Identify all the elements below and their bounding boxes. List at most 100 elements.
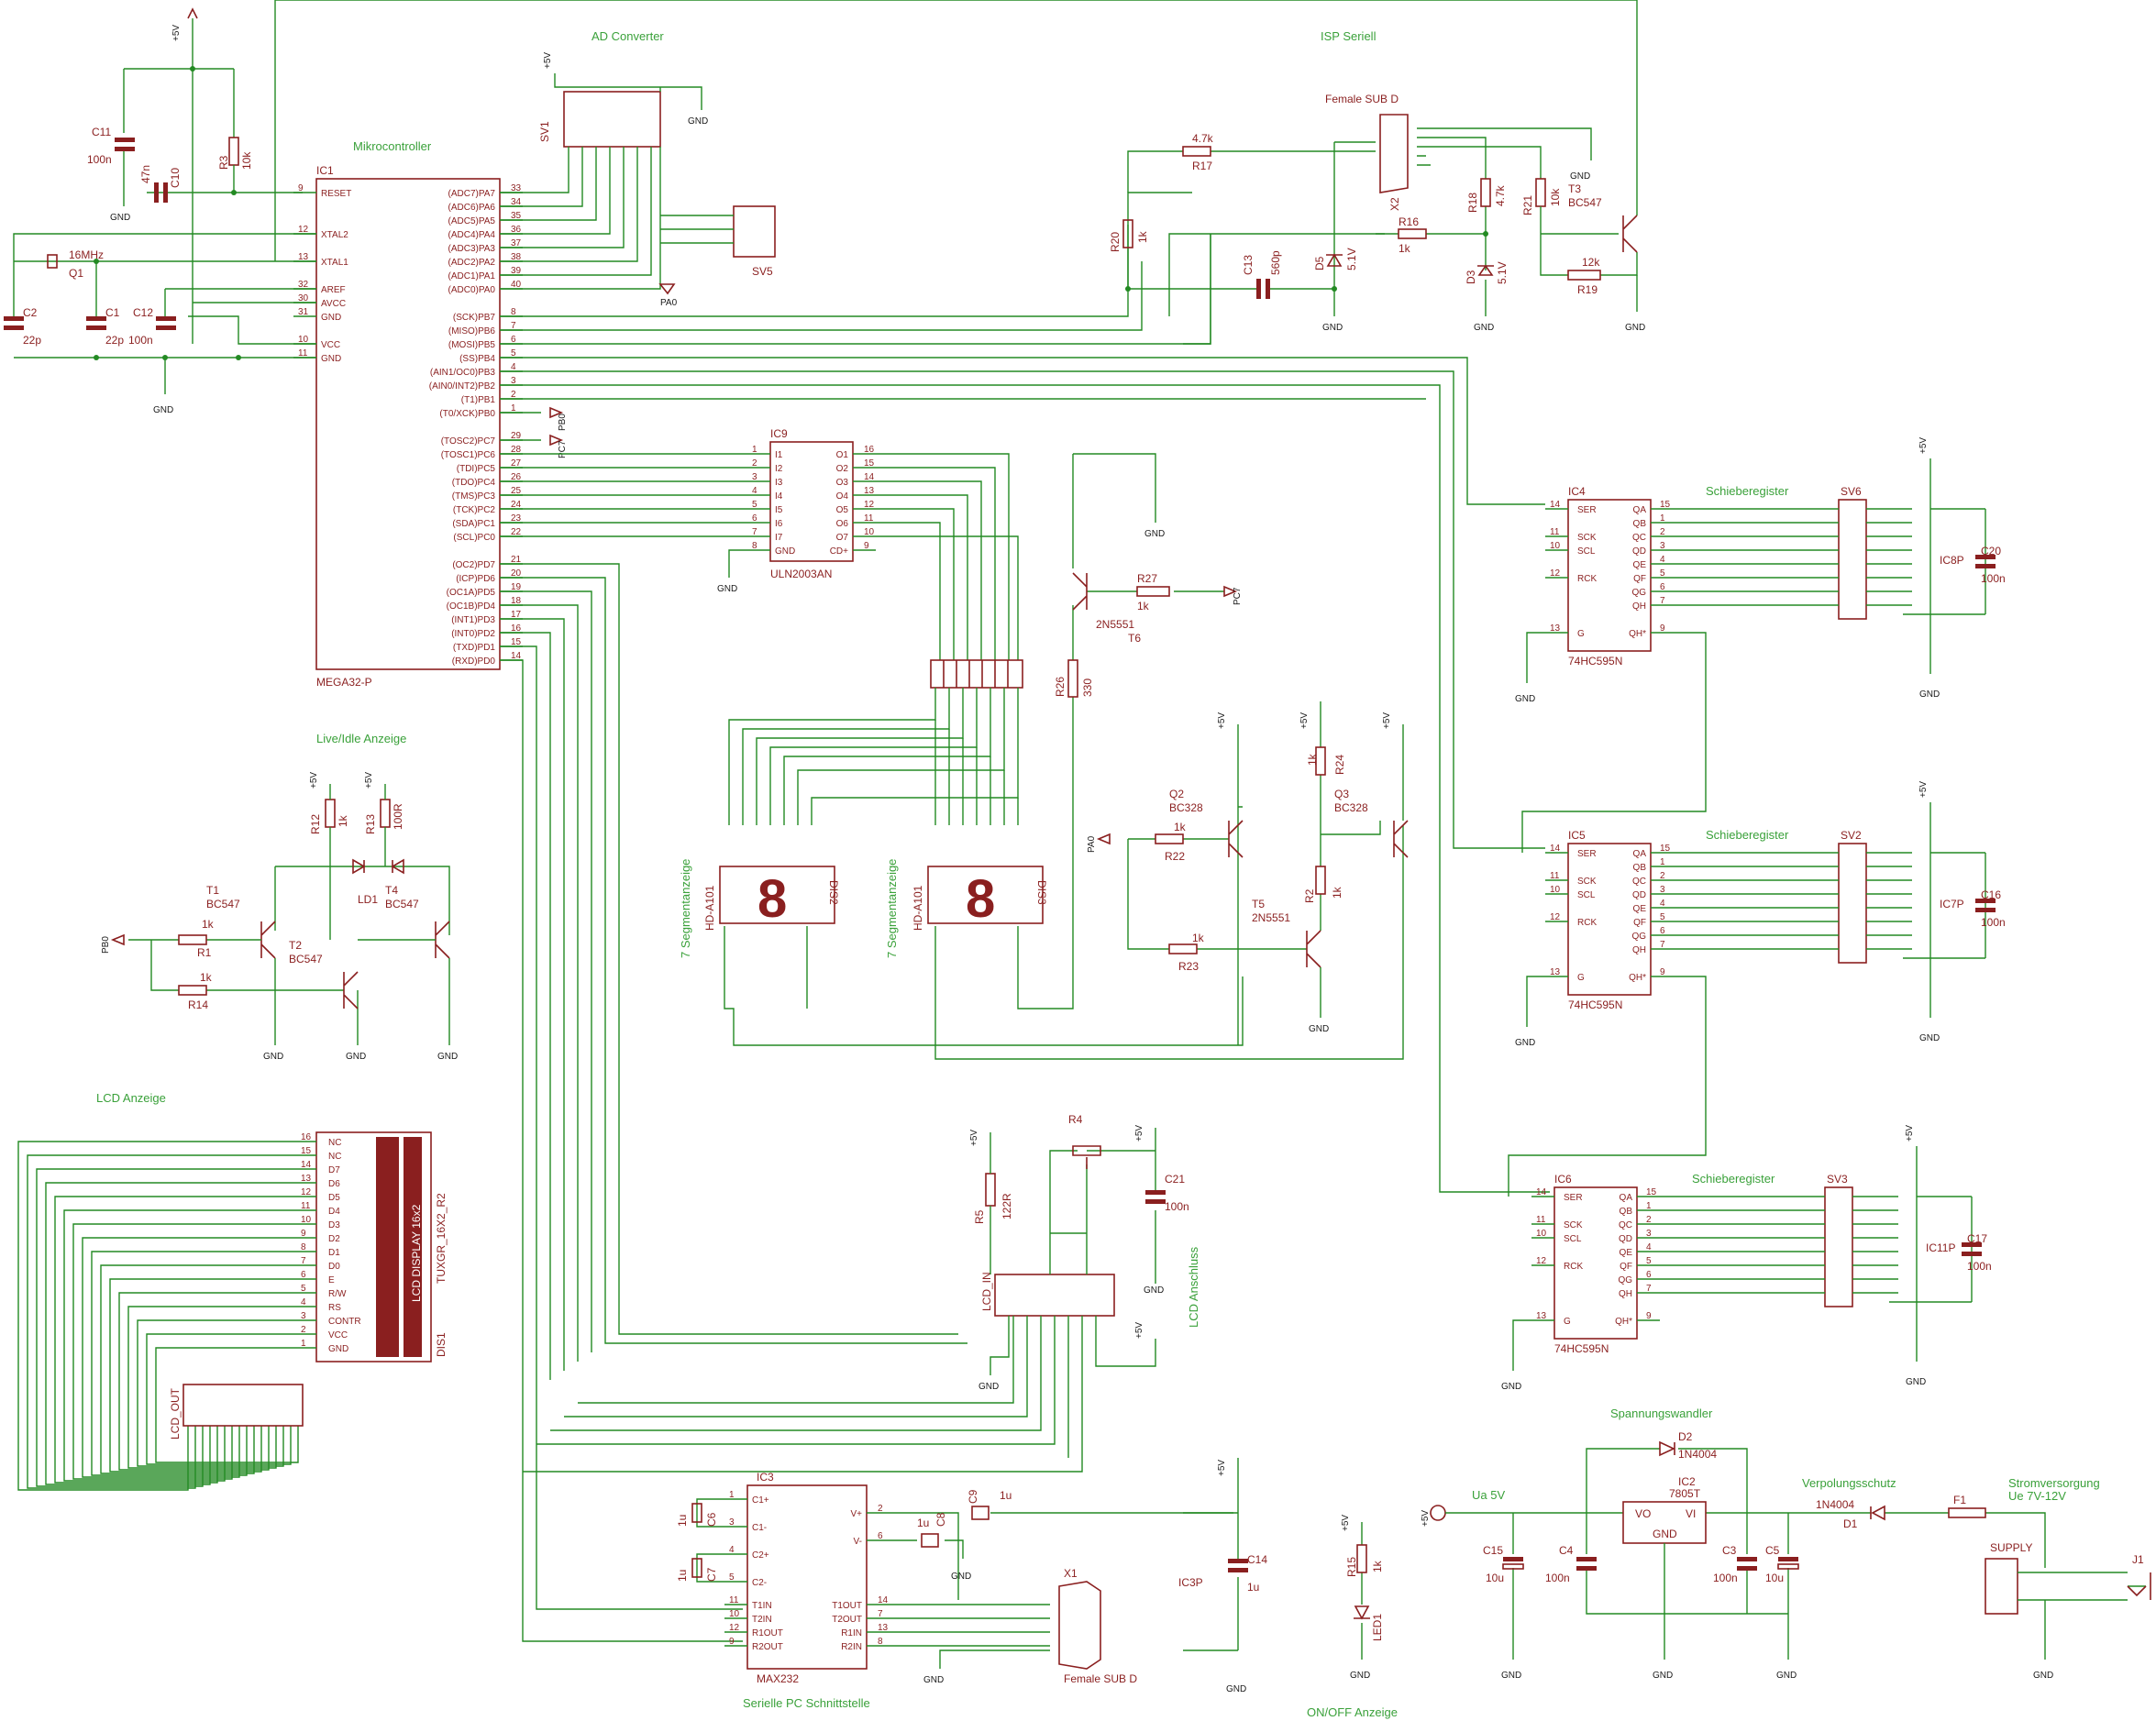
mcu-pin-label: XTAL2 <box>321 230 348 240</box>
pb0-out: PB0 <box>558 414 568 431</box>
sr-pin-number: 10 <box>1536 1229 1547 1239</box>
max-pin-number: 12 <box>729 1623 740 1633</box>
max-pin-number: 7 <box>878 1609 883 1619</box>
mcu-pin-number: 40 <box>511 280 522 290</box>
r26: R26 <box>1054 677 1067 697</box>
c21-value: 100n <box>1165 1200 1189 1213</box>
sr-pin-number: 3 <box>1646 1229 1652 1239</box>
sr-cap: C16 <box>1981 888 2001 901</box>
lcd-pin-number: 1 <box>301 1339 306 1349</box>
dis3-value: HD-A101 <box>912 885 924 931</box>
max-pin-label: C1+ <box>752 1495 769 1506</box>
lcd-pin-label: D3 <box>328 1220 340 1230</box>
lcd-pin-number: 12 <box>301 1187 312 1197</box>
c4: C4 <box>1559 1544 1574 1557</box>
r22: R22 <box>1165 850 1185 863</box>
x1-value: Female SUB D <box>1064 1672 1137 1685</box>
lcd-pin-label: E <box>328 1275 335 1285</box>
sr-g-gnd: GND <box>1501 1382 1521 1392</box>
sr-pin-label: QD <box>1632 546 1646 557</box>
c11: C11 <box>92 126 111 138</box>
max-pin-4: 4C2+ <box>724 1545 769 1561</box>
uln-pin-label: O5 <box>836 505 849 515</box>
q2: Q2 <box>1169 788 1184 800</box>
d2-value: 1N4004 <box>1678 1448 1717 1461</box>
c1-value: 22p <box>105 334 124 347</box>
led1: LED1 <box>1371 1614 1384 1641</box>
uln-value: ULN2003AN <box>770 568 832 580</box>
sr-cap-value: 100n <box>1981 572 2006 585</box>
sr-pin-number: 12 <box>1550 568 1561 579</box>
r24: R24 <box>1333 755 1346 775</box>
pc7-t6: PC7 <box>1233 587 1243 605</box>
sr-pin-label: QD <box>1619 1234 1632 1244</box>
uln-pin-number: 13 <box>864 486 875 496</box>
c5: C5 <box>1765 1544 1780 1557</box>
reg-gnd: GND <box>1653 1528 1677 1540</box>
lcd-pin-label: CONTR <box>328 1317 361 1327</box>
sr-value: 74HC595N <box>1554 1342 1609 1355</box>
r3: R3 <box>217 155 230 170</box>
ic3p: IC3P <box>1178 1576 1203 1589</box>
shift-register-ic4: IC474HC595N14SER11SCK10SCL12RCK13G15QA1Q… <box>1515 437 2006 853</box>
t4-value: BC547 <box>385 898 419 910</box>
c15-value: 10u <box>1486 1572 1504 1584</box>
mcu-pin-label: (MISO)PB6 <box>448 326 496 336</box>
uln-pin-number: 3 <box>752 472 757 482</box>
sr-pin-label: QC <box>1632 533 1646 543</box>
sr-pin-number: 14 <box>1550 500 1561 510</box>
sr-pin-number: 6 <box>1660 582 1665 592</box>
mcu-pin-4: 4(AIN1/OC0)PB3 <box>430 362 523 378</box>
lcd-pin-label: NC <box>328 1152 341 1162</box>
mcu-pin-label: (SCL)PC0 <box>453 533 495 543</box>
d1: D1 <box>1843 1517 1858 1530</box>
lcd-pin-5: 5R/W <box>118 1284 347 1471</box>
c3: C3 <box>1722 1544 1737 1557</box>
pc7-out: PC7 <box>558 440 568 458</box>
r15-value: 1k <box>1371 1560 1384 1572</box>
mcu-pin-label: (T1)PB1 <box>461 395 496 405</box>
uln-pin-number: 4 <box>752 486 757 496</box>
mcu-pin-number: 14 <box>511 651 522 661</box>
sr-cap-value: 100n <box>1967 1260 1992 1273</box>
q2-value: BC328 <box>1169 801 1203 814</box>
max-name: IC3 <box>757 1471 774 1484</box>
mcu-pin-label: (ADC1)PA1 <box>448 271 496 281</box>
sr-pin-number: 11 <box>1550 871 1560 881</box>
mcu-name: IC1 <box>316 164 334 177</box>
c14: C14 <box>1247 1553 1267 1566</box>
vcc-c14: +5V <box>1217 1460 1227 1476</box>
mcu-pin-number: 27 <box>511 458 522 469</box>
sr-pin-number: 15 <box>1646 1187 1657 1197</box>
lcd-pin-number: 4 <box>301 1297 306 1307</box>
c13: C13 <box>1242 255 1255 275</box>
r26-value: 330 <box>1081 678 1094 697</box>
lcd-pin-6: 6E <box>109 1270 335 1473</box>
shift-register-ic5: IC574HC595N14SER11SCK10SCL12RCK13G15QA1Q… <box>1508 781 2006 1197</box>
vcc-sv1: +5V <box>543 52 553 69</box>
sr-pin-number: 2 <box>1646 1215 1652 1225</box>
gnd-t1: GND <box>263 1052 283 1062</box>
t5-value: 2N5551 <box>1252 911 1290 924</box>
gnd-c21: GND <box>1144 1285 1164 1296</box>
vcc-c21: +5V <box>1134 1125 1144 1142</box>
label-schieberegister-1: Schieberegister <box>1706 484 1789 498</box>
c5-value: 10u <box>1765 1572 1784 1584</box>
uln-pin-2: 2I2 <box>747 458 783 474</box>
sr-pin-label: QC <box>1632 877 1646 887</box>
mcu-pin-label: (ADC4)PA4 <box>448 230 496 240</box>
max-pin-5: 5C2- <box>724 1572 767 1588</box>
max-pin-label: C2+ <box>752 1550 769 1561</box>
sr-pin-number: 9 <box>1660 623 1665 634</box>
uln-pin-1: 1I1 <box>747 445 783 460</box>
r13: R13 <box>364 814 377 834</box>
uln-pin-number: 7 <box>752 527 757 537</box>
lcd-pin-number: 2 <box>301 1325 306 1335</box>
r19-value: 12k <box>1582 256 1600 269</box>
max-pin-label: R1OUT <box>752 1628 783 1638</box>
